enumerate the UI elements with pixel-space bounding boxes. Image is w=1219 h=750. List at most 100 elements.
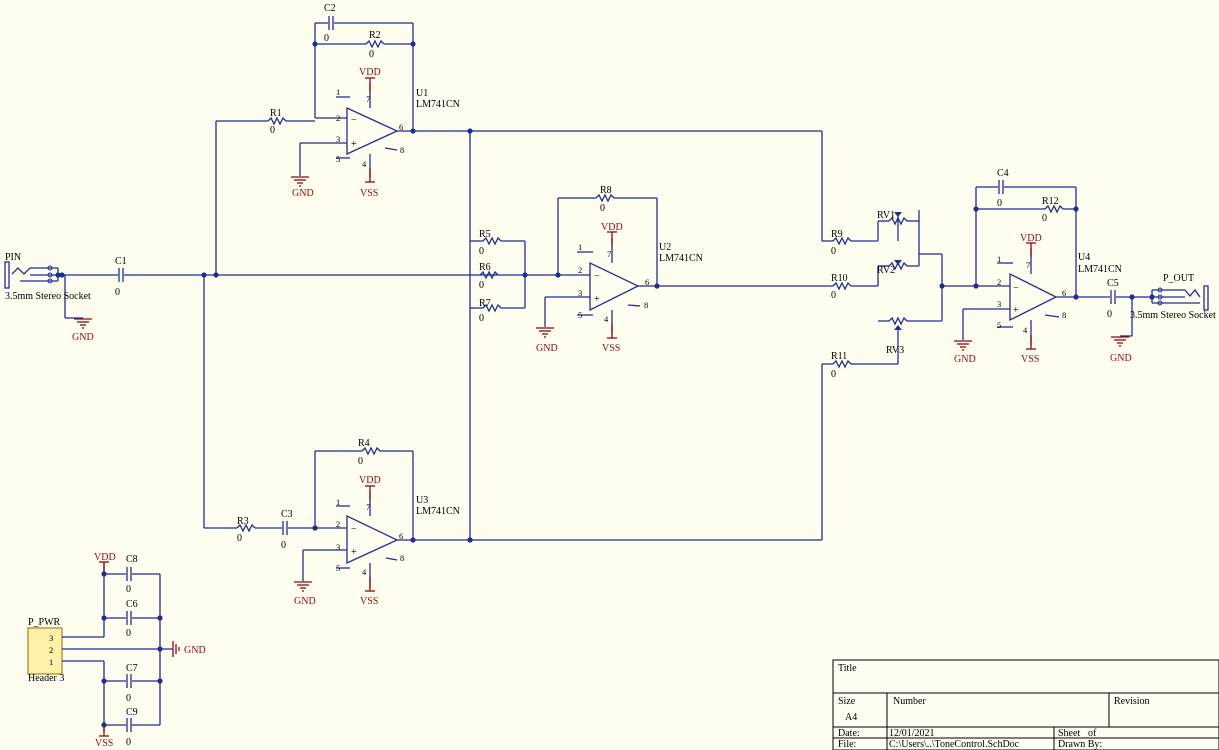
u1-part: LM741CN xyxy=(416,99,460,110)
tb-drawn-label: Drawn By: xyxy=(1058,739,1102,750)
r8-ref: R8 xyxy=(600,185,612,196)
vdd-label-u1: VDD xyxy=(359,67,381,78)
vss-label-header: VSS xyxy=(95,738,113,749)
vss-label-u4: VSS xyxy=(1021,354,1039,365)
ppwr-type: Header 3 xyxy=(28,673,64,684)
pot-rv2[interactable]: RV2 xyxy=(877,254,920,286)
u3-pin8: 8 xyxy=(400,553,404,563)
u2-minus: − xyxy=(594,271,600,282)
u4-ref: U4 xyxy=(1078,252,1090,263)
rv3-ref: RV3 xyxy=(886,345,904,356)
u4-pin7: 7 xyxy=(1026,260,1030,270)
c5-value: 0 xyxy=(1107,309,1112,320)
gnd-label-u4: GND xyxy=(954,354,976,365)
u2-pin4: 4 xyxy=(604,314,609,324)
rv1-ref: RV1 xyxy=(877,210,895,221)
c3-value: 0 xyxy=(281,540,286,551)
opamp-u2[interactable]: 1 2 3 5 6 8 7 4 − + U2 LM741CN xyxy=(545,238,703,334)
tb-of-label: of xyxy=(1088,728,1097,739)
tb-title-label: Title xyxy=(838,663,857,674)
c4-value: 0 xyxy=(997,198,1002,209)
u1-pin4: 4 xyxy=(362,159,367,169)
tb-file-label: File: xyxy=(838,739,856,750)
u3-pin5: 5 xyxy=(336,563,340,573)
u2-pin3: 3 xyxy=(578,288,582,298)
u2-pin2: 2 xyxy=(578,265,582,275)
r12-value: 0 xyxy=(1042,213,1047,224)
opamp-u1[interactable]: 1 2 3 5 6 8 7 4 − + U1 LM741CN xyxy=(300,82,470,178)
u2-pin5: 5 xyxy=(578,310,582,320)
u1-pin6: 6 xyxy=(399,122,403,132)
pout-type: 3.5mm Stereo Socket xyxy=(1130,310,1216,321)
c7-value: 0 xyxy=(126,693,131,704)
input-socket-pin[interactable]: PIN 3.5mm Stereo Socket xyxy=(4,252,91,318)
c3-ref: C3 xyxy=(281,509,293,520)
c6-value: 0 xyxy=(126,628,131,639)
tb-number-label: Number xyxy=(893,696,926,707)
u1-ref: U1 xyxy=(416,88,428,99)
u3-pin2: 2 xyxy=(336,519,340,529)
ppwr-pin2: 2 xyxy=(49,645,53,655)
title-block: Title Size A4 Number Revision Date: 12/0… xyxy=(832,659,1219,750)
r9-ref: R9 xyxy=(831,229,843,240)
u2-pin7: 7 xyxy=(607,249,611,259)
u2-ref: U2 xyxy=(659,242,671,253)
u3-pin1: 1 xyxy=(336,497,340,507)
u1-pin1: 1 xyxy=(336,87,340,97)
u2-pin8: 8 xyxy=(644,300,648,310)
r3-value: 0 xyxy=(237,533,242,544)
c5-ref: C5 xyxy=(1107,278,1119,289)
u4-pin5: 5 xyxy=(997,320,1001,330)
opamp-u4[interactable]: 1 2 3 5 6 8 7 4 − + U4 LM741CN xyxy=(963,248,1122,345)
c9-ref: C9 xyxy=(126,707,138,718)
r3-ref: R3 xyxy=(237,516,249,527)
r7-ref: R7 xyxy=(479,298,491,309)
u4-part: LM741CN xyxy=(1078,264,1122,275)
u4-pin4: 4 xyxy=(1023,325,1028,335)
u4-minus: − xyxy=(1013,283,1019,294)
gnd-label-header: GND xyxy=(184,645,206,656)
c2-ref: C2 xyxy=(324,3,336,14)
r7-value: 0 xyxy=(479,313,484,324)
tb-date-label: Date: xyxy=(838,728,860,739)
r5-value: 0 xyxy=(479,246,484,257)
gnd-label-u3: GND xyxy=(294,596,316,607)
gnd-label-u2: GND xyxy=(536,343,558,354)
tb-size-value: A4 xyxy=(845,712,857,723)
u4-plus: + xyxy=(1013,305,1019,316)
opamp-u3[interactable]: 1 2 3 5 6 8 7 4 − + U3 LM741CN xyxy=(303,491,470,587)
c6-ref: C6 xyxy=(126,599,138,610)
r5-ref: R5 xyxy=(479,229,491,240)
c2-value: 0 xyxy=(324,33,329,44)
u3-pin3: 3 xyxy=(336,542,340,552)
u3-pin6: 6 xyxy=(399,531,403,541)
u2-plus: + xyxy=(594,294,600,305)
r1-ref: R1 xyxy=(270,108,282,119)
c8-value: 0 xyxy=(126,584,131,595)
u3-ref: U3 xyxy=(416,495,428,506)
power-header-pppwr[interactable]: P_PWR 3 2 1 Header 3 xyxy=(27,617,64,684)
u4-pin8: 8 xyxy=(1062,310,1066,320)
u1-pin2: 2 xyxy=(336,113,340,123)
u1-pin7: 7 xyxy=(366,94,370,104)
r6-ref: R6 xyxy=(479,262,491,273)
c1-ref: C1 xyxy=(115,256,127,267)
rv2-ref: RV2 xyxy=(877,265,895,276)
u3-minus: − xyxy=(351,524,357,535)
u1-pin5: 5 xyxy=(336,154,340,164)
pot-rv1[interactable]: RV1 xyxy=(877,210,920,254)
vss-label-u1: VSS xyxy=(360,188,378,199)
gnd-label-u1: GND xyxy=(292,188,314,199)
vss-label-u2: VSS xyxy=(602,343,620,354)
tb-date-value: 12/01/2021 xyxy=(889,728,935,739)
r6-value: 0 xyxy=(479,280,484,291)
output-socket-pout[interactable]: P_OUT 3.5mm Stereo Socket xyxy=(1130,273,1216,321)
vss-label-u3: VSS xyxy=(360,596,378,607)
pot-rv3[interactable]: RV3 xyxy=(878,317,942,364)
pin-ref: PIN xyxy=(5,252,21,263)
u3-pin4: 4 xyxy=(362,567,367,577)
r10-ref: R10 xyxy=(831,273,848,284)
gnd-label-pin: GND xyxy=(72,332,94,343)
r4-ref: R4 xyxy=(358,438,370,449)
